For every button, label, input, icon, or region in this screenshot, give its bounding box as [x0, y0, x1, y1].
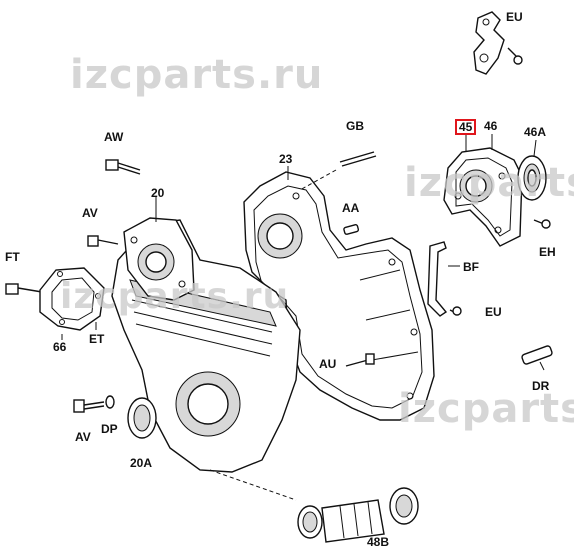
label-46: 46 [484, 119, 498, 133]
label-48b: 48B [367, 535, 390, 549]
shaft-assembly-icon [297, 487, 419, 543]
aw-bolt-icon [105, 159, 141, 175]
pin-icon [343, 224, 360, 235]
label-et: ET [89, 332, 105, 346]
label-20a: 20A [130, 456, 153, 470]
label-aw: AW [104, 130, 124, 144]
label-66: 66 [53, 340, 67, 354]
label-46a: 46A [524, 125, 547, 139]
label-eu-mid: EU [485, 305, 502, 319]
bracket-part-icon [473, 11, 523, 75]
ft-bolt-icon [5, 283, 43, 295]
label-av-bottom: AV [75, 430, 91, 444]
label-eh: EH [539, 245, 556, 259]
label-eu-top: EU [506, 10, 523, 24]
stud-icon [299, 151, 377, 191]
label-20: 20 [151, 186, 165, 200]
bolt-icon [345, 353, 375, 367]
av-lower-bolt-icon [73, 395, 115, 413]
label-45-highlighted: 45 [455, 119, 477, 135]
watermark: izcparts.ru [398, 386, 574, 432]
label-ft: FT [5, 250, 20, 264]
av-bolt-icon [87, 235, 119, 247]
label-av-top: AV [82, 206, 98, 220]
seal-ring-icon [127, 397, 157, 439]
timing-cover-icon [243, 171, 435, 421]
pump-housing-icon [123, 217, 195, 301]
watermark: izcparts.ru [70, 52, 324, 98]
label-23: 23 [279, 152, 293, 166]
watermark: izcparts.ru [60, 276, 290, 317]
leader-lines [61, 134, 545, 371]
label-au: AU [319, 357, 337, 371]
label-gb: GB [346, 119, 364, 133]
dowel-pin-icon [521, 345, 553, 365]
label-dr: DR [532, 379, 550, 393]
label-aa: AA [342, 201, 360, 215]
label-dp: DP [101, 422, 118, 436]
bf-bracket-icon [427, 241, 462, 317]
watermark: izcparts.ru [404, 160, 574, 206]
seal-housing-icon [443, 147, 551, 247]
gasket-icon [39, 267, 105, 331]
label-bf: BF [463, 260, 479, 274]
